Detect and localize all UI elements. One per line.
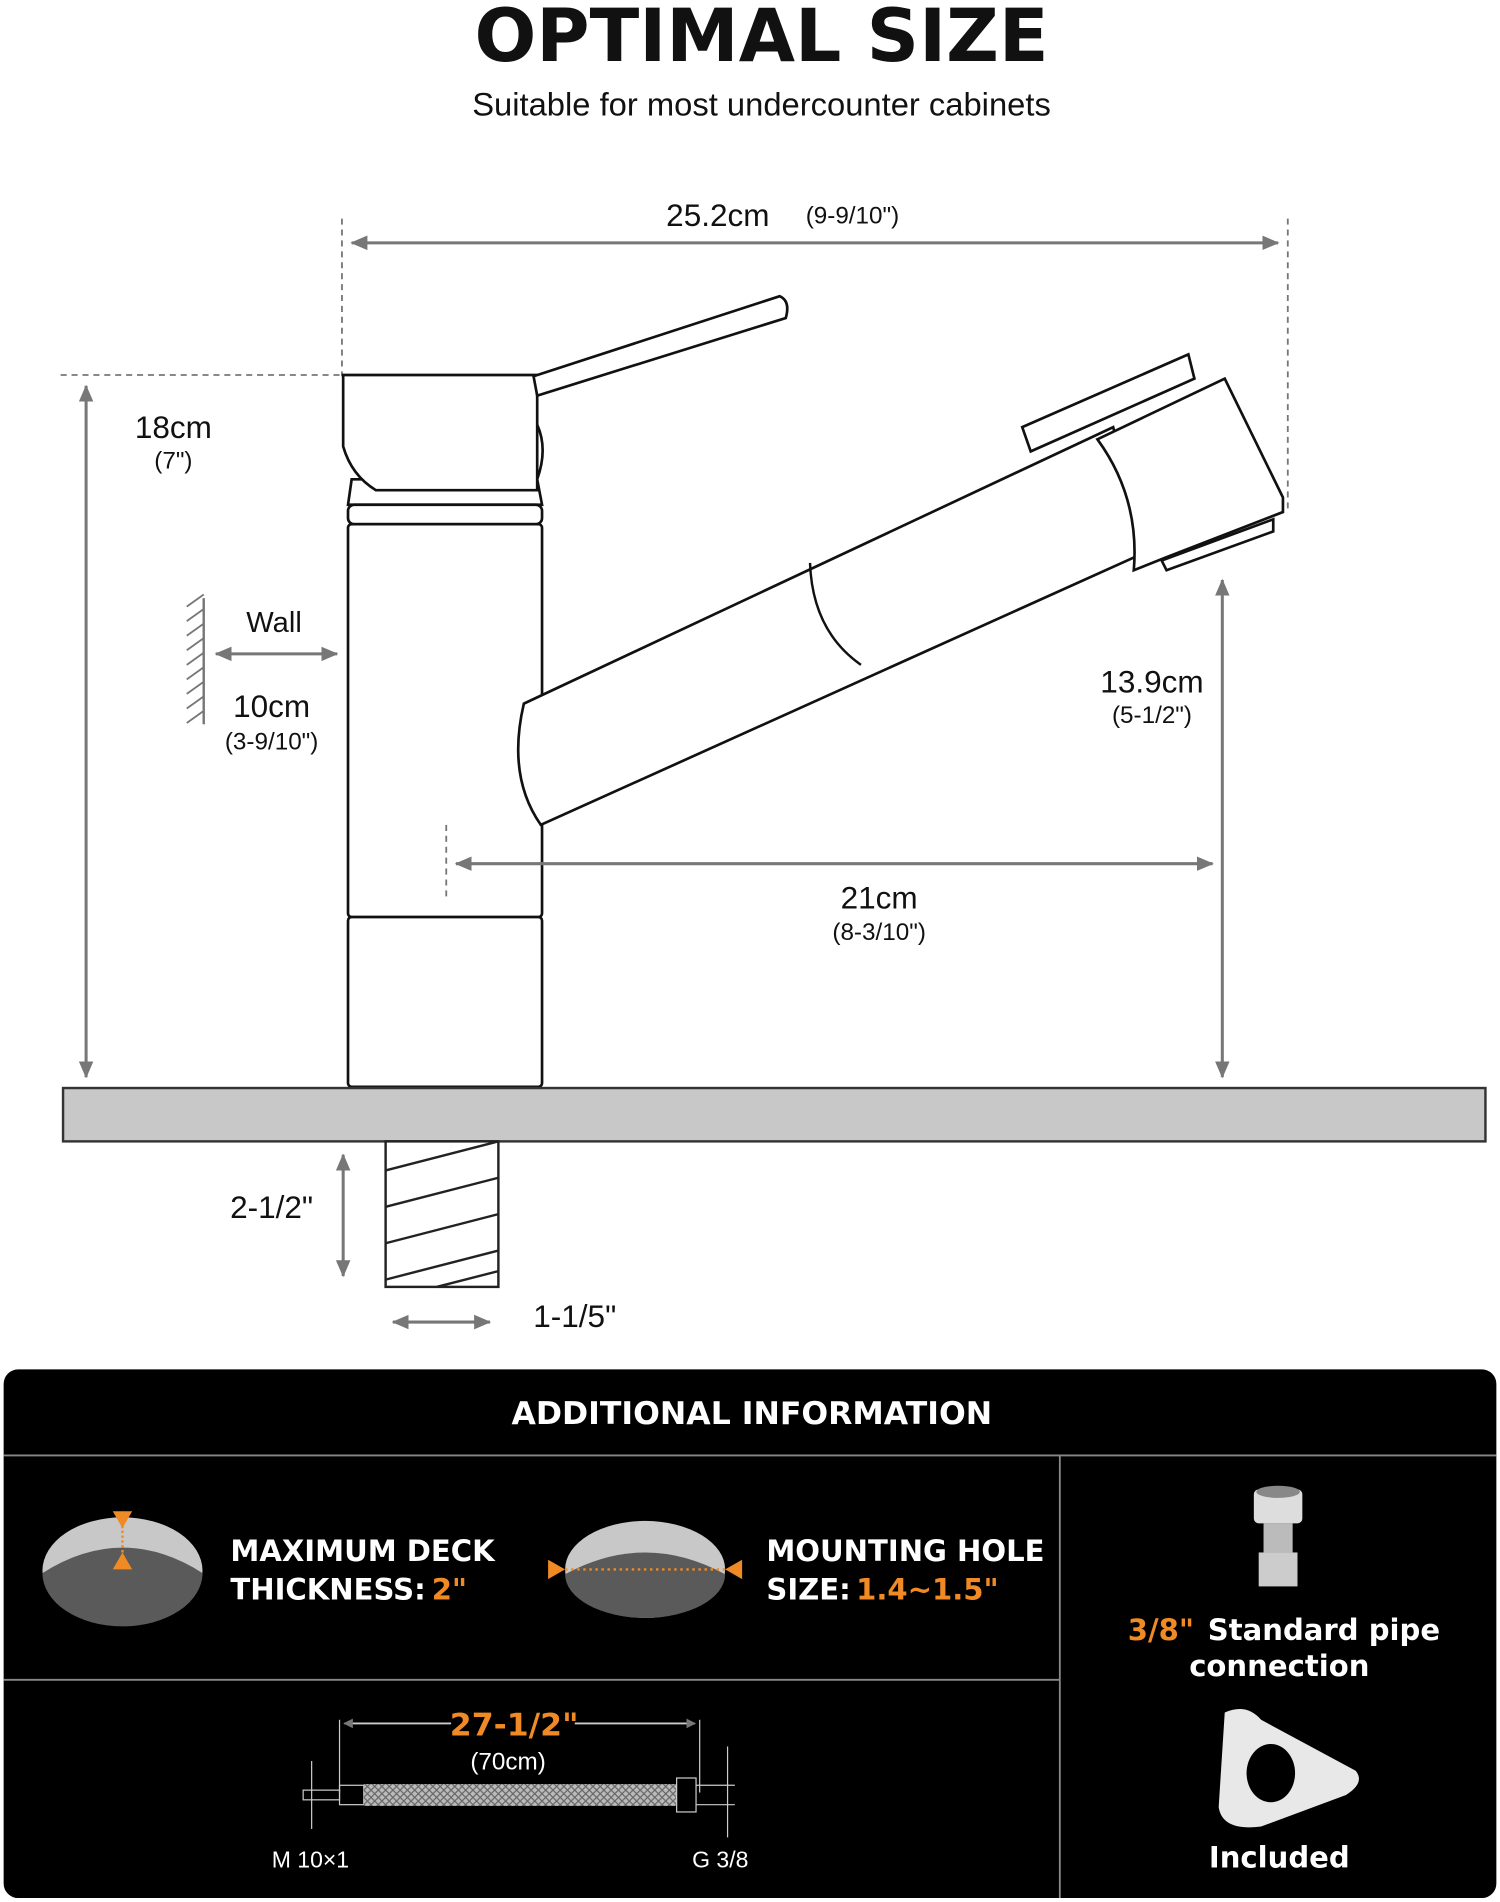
info-title: ADDITIONAL INFORMATION [511, 1396, 992, 1432]
spout-height-cm: 13.9cm [1100, 664, 1203, 700]
spout-height-in: (5-1/2") [1112, 702, 1192, 729]
width-dimension: 25.2cm (9-9/10") [341, 197, 1289, 510]
deck-label-2: THICKNESS: [230, 1573, 425, 1607]
page-title: OPTIMAL SIZE [474, 0, 1048, 79]
shank-length: 2-1/2" [230, 1189, 313, 1225]
page-subtitle: Suitable for most undercounter cabinets [472, 86, 1051, 123]
hose-left-thread: M 10×1 [272, 1847, 349, 1873]
triangle-washer-icon [1218, 1708, 1359, 1828]
hose-length: 27-1/2" [450, 1708, 579, 1744]
width-in: (9-9/10") [806, 202, 900, 229]
pipe-label-2: connection [1189, 1649, 1369, 1683]
deck-thickness-icon [42, 1511, 203, 1627]
additional-info-panel: ADDITIONAL INFORMATION MAXIMUM DECK THIC… [3, 1369, 1497, 1899]
countertop [61, 1086, 1487, 1143]
faucet-drawing [341, 294, 1285, 1089]
shank-diameter: 1-1/5" [533, 1298, 616, 1334]
wall-dimension: Wall 10cm (3-9/10") [186, 593, 339, 756]
pipe-fitting-icon [1253, 1485, 1303, 1587]
deck-value: 2" [432, 1573, 467, 1607]
reach-cm: 21cm [841, 880, 918, 916]
hose-right-thread: G 3/8 [692, 1847, 748, 1873]
hose-length-cm: (70cm) [470, 1749, 545, 1776]
hose-drawing [302, 1718, 735, 1838]
hole-value: 1.4~1.5" [856, 1573, 999, 1607]
pipe-label-1: Standard pipe [1208, 1613, 1440, 1647]
mounting-hole-icon [548, 1520, 743, 1618]
height-dimension: 18cm (7") [60, 374, 342, 1079]
washer-label: Included [1209, 1841, 1350, 1875]
hole-label-1: MOUNTING HOLE [766, 1534, 1044, 1568]
spout-height-dimension: 13.9cm (5-1/2") [1100, 578, 1230, 1079]
hole-label-2: SIZE: [766, 1573, 850, 1607]
wall-in: (3-9/10") [225, 729, 319, 756]
reach-in: (8-3/10") [832, 919, 926, 946]
height-in: (7") [154, 447, 192, 474]
reach-dimension: 21cm (8-3/10") [445, 824, 1214, 946]
pipe-value: 3/8" [1128, 1613, 1194, 1647]
deck-label-1: MAXIMUM DECK [230, 1534, 496, 1568]
width-cm: 25.2cm [666, 197, 769, 233]
height-cm: 18cm [135, 409, 212, 445]
shank-dimension: 2-1/2" 1-1/5" [230, 1140, 616, 1334]
wall-label: Wall [246, 607, 302, 639]
wall-cm: 10cm [233, 688, 310, 724]
